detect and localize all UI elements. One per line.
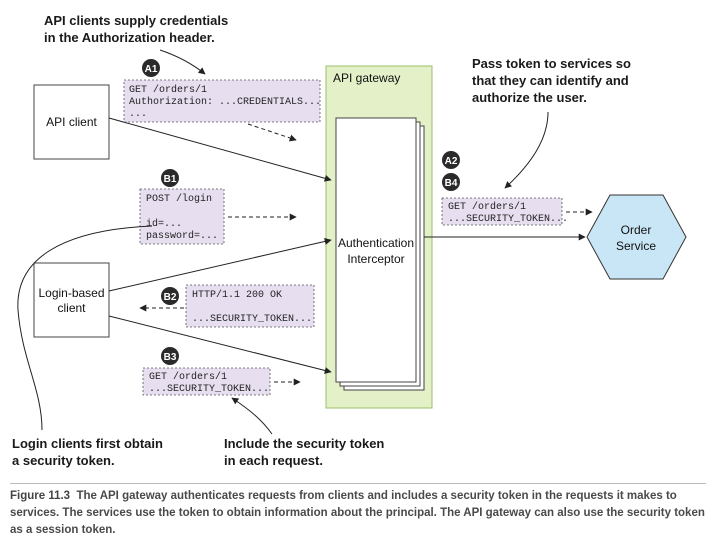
message-a1 <box>123 79 321 123</box>
badge-a2-label: A2 <box>445 156 458 167</box>
order-service-hexagon <box>586 194 687 280</box>
message-b2 <box>185 284 315 328</box>
order-service-label-line-1: Order <box>621 223 652 237</box>
badge-a1-label: A1 <box>145 64 158 75</box>
message-service-request <box>441 197 563 226</box>
badge-b3-label: B3 <box>164 352 177 363</box>
interceptor-label-line-2: Interceptor <box>347 252 404 266</box>
login-client-request-arrow <box>108 315 332 374</box>
login-client-box <box>33 262 110 338</box>
figure-caption: Figure 11.3 The API gateway authenticate… <box>10 483 706 539</box>
interceptor-label-line-1: Authentication <box>338 236 414 250</box>
message-b3 <box>142 367 271 396</box>
note-credentials-pointer <box>159 49 206 75</box>
caption-text: The API gateway authenticates requests f… <box>10 490 705 536</box>
note-pass-token-line-3: authorize the user. <box>472 90 587 105</box>
caption-label: Figure 11.3 <box>10 490 71 502</box>
badge-b4-label: B4 <box>445 178 458 189</box>
message-b3-line-1: GET /orders/1 <box>149 371 227 383</box>
message-b1-line-1: POST /login <box>146 193 212 205</box>
badge-a2: A2 <box>442 151 460 169</box>
message-b2-line-3: ...SECURITY_TOKEN... <box>192 314 312 325</box>
authentication-interceptor: Authentication Interceptor <box>335 117 425 391</box>
message-service-request-line-2: ...SECURITY_TOKEN... <box>448 214 568 225</box>
badge-a1: A1 <box>142 59 160 77</box>
note-login-first: Login clients first obtain a security to… <box>12 436 163 468</box>
order-service-label-line-2: Service <box>616 239 656 253</box>
note-pass-token-pointer <box>504 111 549 189</box>
message-a1-line-3: ... <box>129 109 147 120</box>
message-a1-direction <box>247 123 297 142</box>
badge-b2-label: B2 <box>164 292 177 303</box>
message-b3-line-2: ...SECURITY_TOKEN... <box>149 384 269 395</box>
message-a1-line-2: Authorization: ...CREDENTIALS... <box>129 96 321 108</box>
note-include-token-line-2: in each request. <box>224 453 323 468</box>
note-credentials-line-1: API clients supply credentials <box>44 13 228 28</box>
note-pass-token-line-2: that they can identify and <box>472 73 629 88</box>
badge-b1-label: B1 <box>164 174 177 185</box>
api-gateway-title: API gateway <box>333 71 400 85</box>
note-include-token-pointer <box>231 397 273 435</box>
message-b1-line-4: password=... <box>146 230 218 242</box>
login-client-to-gateway-arrow <box>108 237 332 292</box>
api-client-box <box>33 84 110 160</box>
message-b2-line-1: HTTP/1.1 200 OK <box>192 289 282 301</box>
architecture-diagram: API clients supply credentials in the Au… <box>12 13 687 468</box>
note-include-token: Include the security token in each reque… <box>224 436 384 468</box>
note-login-first-pointer <box>17 225 153 431</box>
message-b1-line-3: id=... <box>146 218 182 230</box>
badge-b4: B4 <box>442 173 460 191</box>
note-login-first-line-1: Login clients first obtain <box>12 436 163 451</box>
login-client-label-line-1: Login-based <box>38 286 104 300</box>
note-credentials-line-2: in the Authorization header. <box>44 30 215 45</box>
note-pass-token-line-1: Pass token to services so <box>472 56 631 71</box>
note-credentials: API clients supply credentials in the Au… <box>44 13 228 45</box>
note-pass-token: Pass token to services so that they can … <box>472 56 631 105</box>
note-include-token-line-1: Include the security token <box>224 436 384 451</box>
badge-b2: B2 <box>161 287 179 305</box>
api-client-label: API client <box>46 115 97 129</box>
message-b1 <box>139 188 225 245</box>
api-client-to-gateway-arrow <box>108 117 332 182</box>
message-service-request-line-1: GET /orders/1 <box>448 201 526 213</box>
message-a1-line-1: GET /orders/1 <box>129 84 207 96</box>
note-login-first-line-2: a security token. <box>12 453 115 468</box>
login-client-label-line-2: client <box>57 301 86 315</box>
badge-b1: B1 <box>161 169 179 187</box>
badge-b3: B3 <box>161 347 179 365</box>
